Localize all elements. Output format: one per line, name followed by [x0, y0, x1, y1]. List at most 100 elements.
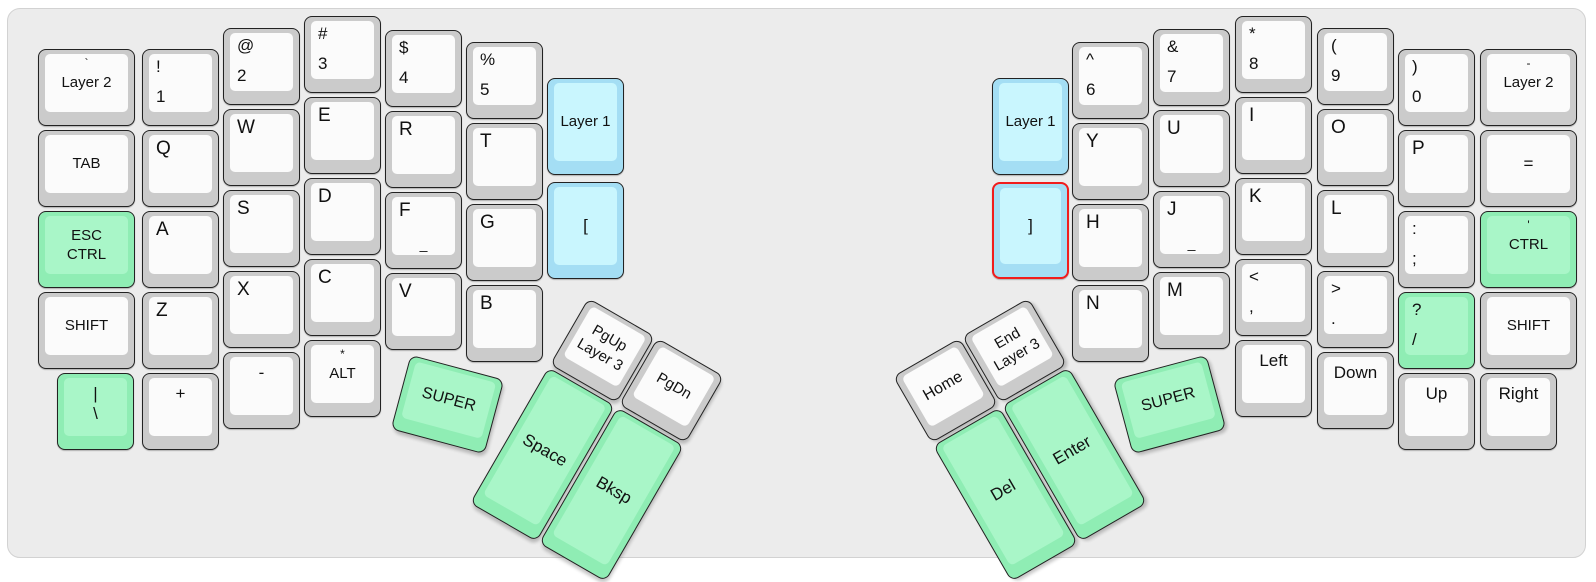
key-lbracket[interactable]: [ — [547, 182, 624, 279]
key-e[interactable]: E — [304, 97, 381, 174]
key-h[interactable]: H — [1072, 204, 1149, 281]
key-n[interactable]: N — [1072, 285, 1149, 362]
key-t[interactable]: T — [466, 123, 543, 200]
keycap-surface: = — [1487, 135, 1570, 193]
key-layer1-right[interactable]: Layer 1 — [992, 78, 1069, 175]
key-minus[interactable]: - — [223, 352, 300, 429]
key-slash[interactable]: ?/ — [1398, 292, 1475, 369]
key-arrow-up[interactable]: Up — [1398, 373, 1475, 450]
key-legend: 1 — [156, 87, 166, 107]
key-p[interactable]: P — [1398, 130, 1475, 207]
key-legend: U — [1167, 118, 1181, 139]
key-legend: 8 — [1249, 54, 1259, 74]
key-layer2-left[interactable]: `Layer 2 — [38, 49, 135, 126]
key-legend: T — [480, 131, 492, 152]
key-7[interactable]: &7 — [1153, 29, 1230, 106]
keycap-surface: - — [230, 357, 293, 415]
keycap-surface: K — [1242, 183, 1305, 241]
key-tab[interactable]: TAB — [38, 130, 135, 207]
key-legends: Layer 2 — [1487, 54, 1570, 112]
keycap-surface: A — [149, 216, 212, 274]
key-f[interactable]: F_ — [385, 192, 462, 269]
keycap-surface: Right — [1487, 378, 1550, 436]
key-legends: Layer 1 — [554, 83, 617, 161]
key-arrow-right[interactable]: Right — [1480, 373, 1557, 450]
key-arrow-down[interactable]: Down — [1317, 352, 1394, 429]
key-plus[interactable]: + — [142, 373, 219, 450]
key-0[interactable]: )0 — [1398, 49, 1475, 126]
keycap-surface: :; — [1405, 216, 1468, 274]
keycap-surface: $4 — [392, 35, 455, 93]
key-shift-left[interactable]: SHIFT — [38, 292, 135, 369]
keycap-surface: [ — [554, 187, 617, 265]
key-y[interactable]: Y — [1072, 123, 1149, 200]
key-legend: PgDn — [653, 369, 695, 404]
key-9[interactable]: (9 — [1317, 28, 1394, 105]
key-i[interactable]: I — [1235, 97, 1312, 174]
key-u[interactable]: U — [1153, 110, 1230, 187]
key-arrow-left[interactable]: Left — [1235, 340, 1312, 417]
key-legend: Up — [1425, 384, 1448, 403]
key-legends: H — [1079, 209, 1142, 267]
keycap-surface: I — [1242, 102, 1305, 160]
key-period[interactable]: >. — [1317, 271, 1394, 348]
keycap-surface: PgDn — [631, 345, 716, 428]
key-layer2-right[interactable]: -Layer 2 — [1480, 49, 1577, 126]
key-1[interactable]: !1 — [142, 49, 219, 126]
key-m[interactable]: M — [1153, 272, 1230, 349]
key-w[interactable]: W — [223, 109, 300, 186]
key-legend: CTRL — [66, 245, 107, 263]
key-legends: (9 — [1324, 33, 1387, 91]
key-alt[interactable]: *ALT — [304, 340, 381, 417]
key-legends: TAB — [45, 135, 128, 193]
keycap-surface: W — [230, 114, 293, 172]
key-legend: Home — [919, 368, 966, 405]
key-super-left[interactable]: SUPER — [390, 354, 505, 454]
keycap-surface: + — [149, 378, 212, 436]
key-legends: PgDn — [632, 346, 716, 428]
key-k[interactable]: K — [1235, 178, 1312, 255]
key-v[interactable]: V — [385, 273, 462, 350]
key-equals[interactable]: = — [1480, 130, 1577, 207]
key-semicolon[interactable]: :; — [1398, 211, 1475, 288]
key-4[interactable]: $4 — [385, 30, 462, 107]
key-d[interactable]: D — [304, 178, 381, 255]
key-rbracket[interactable]: ] — [992, 182, 1069, 279]
key-r[interactable]: R — [385, 111, 462, 188]
key-q[interactable]: Q — [142, 130, 219, 207]
key-6[interactable]: ^6 — [1072, 42, 1149, 119]
key-legends: Z — [149, 297, 212, 355]
key-c[interactable]: C — [304, 259, 381, 336]
keycap-surface: V — [392, 278, 455, 336]
key-layer1-left[interactable]: Layer 1 — [547, 78, 624, 175]
key-o[interactable]: O — [1317, 109, 1394, 186]
key-s[interactable]: S — [223, 190, 300, 267]
keycap-surface: Q — [149, 135, 212, 193]
keycap-surface: J_ — [1160, 196, 1223, 254]
key-a[interactable]: A — [142, 211, 219, 288]
key-legend: Bksp — [592, 472, 635, 509]
key-x[interactable]: X — [223, 271, 300, 348]
key-3[interactable]: #3 — [304, 16, 381, 93]
key-ctrl-right[interactable]: 'CTRL — [1480, 211, 1577, 288]
key-8[interactable]: *8 — [1235, 16, 1312, 93]
key-b[interactable]: B — [466, 285, 543, 362]
key-l[interactable]: L — [1317, 190, 1394, 267]
key-g[interactable]: G — [466, 204, 543, 281]
key-legend: ) — [1412, 57, 1418, 76]
key-z[interactable]: Z — [142, 292, 219, 369]
key-legend: $ — [399, 38, 409, 57]
key-comma[interactable]: <, — [1235, 259, 1312, 336]
key-j[interactable]: J_ — [1153, 191, 1230, 268]
key-5[interactable]: %5 — [466, 42, 543, 119]
key-2[interactable]: @2 — [223, 28, 300, 105]
key-legends: )0 — [1405, 54, 1468, 112]
key-super-right[interactable]: SUPER — [1112, 354, 1226, 454]
key-legend: S — [237, 198, 250, 219]
key-legend: ; — [1412, 249, 1417, 269]
key-legends: @2 — [230, 33, 293, 91]
key-shift-right[interactable]: SHIFT — [1480, 292, 1577, 369]
key-backslash[interactable]: |\ — [57, 373, 134, 450]
